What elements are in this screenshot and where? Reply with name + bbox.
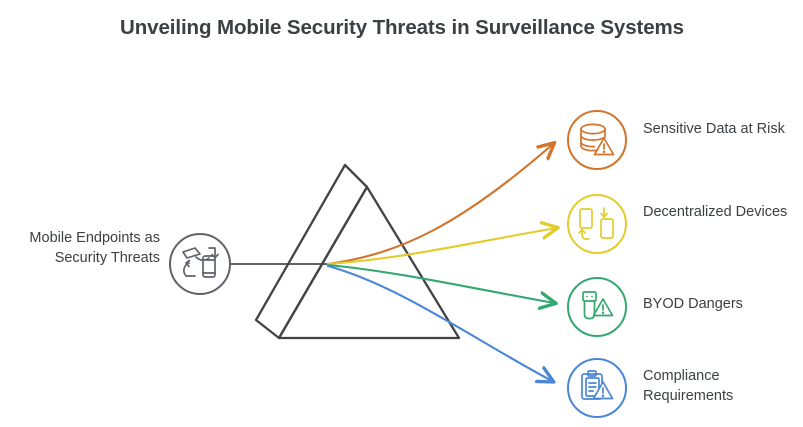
branch-circle-compliance <box>567 358 627 418</box>
branch-circle-decentralized-devices <box>567 194 627 254</box>
branch-circle-sensitive-data <box>567 110 627 170</box>
source-node-circle <box>169 233 231 295</box>
ray-decentralized-devices <box>326 228 556 266</box>
branch-node-decentralized-devices[interactable] <box>567 194 627 254</box>
branch-label-sensitive-data: Sensitive Data at Risk <box>643 121 785 137</box>
ray-sensitive-data <box>326 144 553 266</box>
branch-label-byod-dangers: BYOD Dangers <box>643 296 743 312</box>
branch-node-sensitive-data[interactable] <box>567 110 627 170</box>
devices-sync-icon <box>578 207 614 240</box>
usb-warning-icon <box>582 291 614 320</box>
branch-label-decentralized-devices: Decentralized Devices <box>643 204 788 220</box>
branch-label-compliance: Compliance Requirements <box>643 368 734 404</box>
branch-node-compliance[interactable] <box>567 358 627 418</box>
branch-node-byod-dangers[interactable] <box>567 277 627 337</box>
source-node-label: Mobile Endpoints as Security Threats <box>29 230 160 266</box>
prism-back-face <box>254 163 369 340</box>
ray-byod-dangers <box>326 263 554 303</box>
prism-front-face <box>277 185 461 340</box>
clipboard-warning-icon <box>581 370 614 400</box>
branch-circle-byod-dangers <box>567 277 627 337</box>
mobile-sync-icon <box>182 247 219 278</box>
source-node[interactable] <box>169 233 231 295</box>
database-warning-icon <box>580 123 615 156</box>
page-title: Unveiling Mobile Security Threats in Sur… <box>120 16 684 39</box>
ray-compliance <box>326 264 552 381</box>
